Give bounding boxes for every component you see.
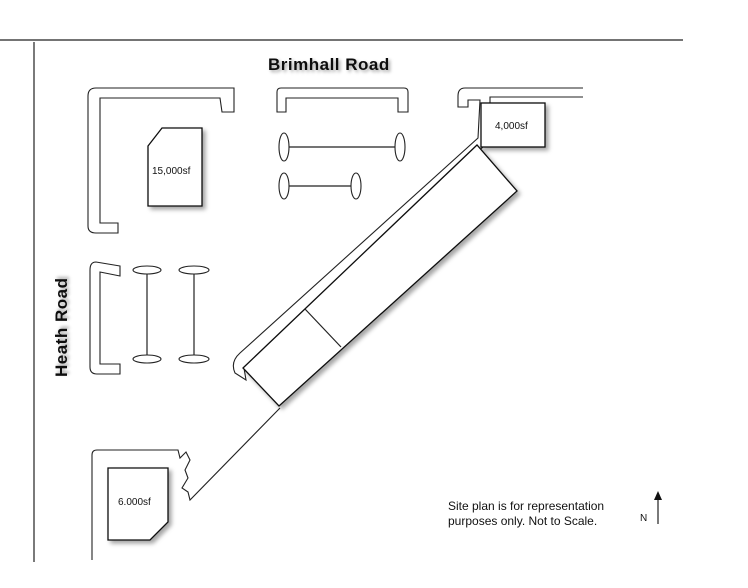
north-arrow-icon: N [640,491,662,524]
scale-disclaimer: Site plan is for representation purposes… [448,499,604,529]
parking-bulb [278,172,290,200]
pad-sw-size-label: 6.000sf [118,497,151,508]
north-arrow-label: N [640,513,647,524]
parking-bulb [132,354,162,364]
pad-ne-size-label: 4,000sf [495,121,528,132]
pad-nw-size-label: 15,000sf [152,166,191,177]
main-inline-building [242,144,518,407]
pad-building-sw: 6.000sf [107,467,169,541]
parking-bulb [178,354,210,364]
pad-building-ne: 4,000sf [480,102,546,148]
heath-road-label: Heath Road [52,278,71,377]
parking-bulb [394,132,406,162]
parking-bulb [178,265,210,275]
curb-north-center [276,87,409,113]
parking-bulb [278,132,290,162]
scale-disclaimer-line-2: purposes only. Not to Scale. [448,514,598,528]
pad-building-nw: 15,000sf [147,127,203,207]
brimhall-road-label: Brimhall Road [268,55,390,74]
curb-west-center [89,261,121,375]
parking-bulb [132,265,162,275]
curb-nw-outer [87,87,235,234]
scale-disclaimer-line-1: Site plan is for representation [448,499,605,513]
parking-bulb [350,172,362,200]
